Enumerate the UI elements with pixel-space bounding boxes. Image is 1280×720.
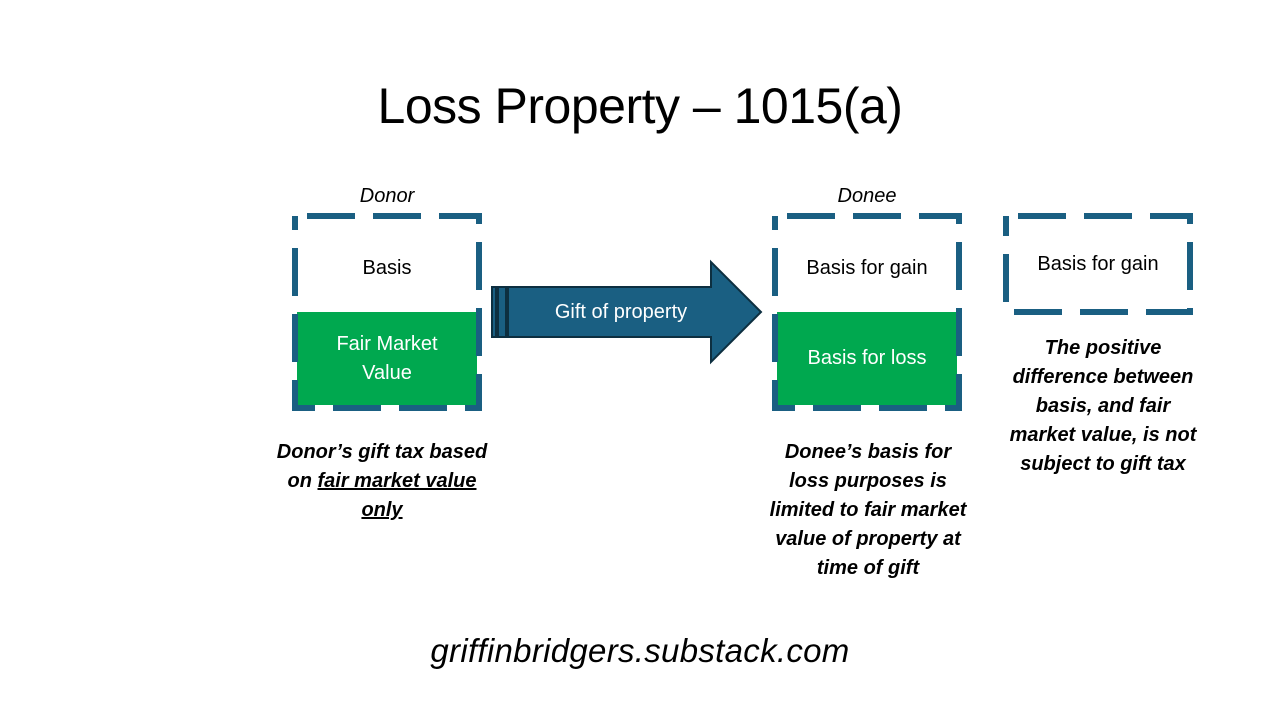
gain-only-text: Basis for gain bbox=[1037, 253, 1159, 275]
donor-fmv-text: Fair Market Value bbox=[336, 332, 438, 384]
underlined-text: fair market value only bbox=[317, 470, 477, 521]
donor-note: Donor’s gift tax based on fair market va… bbox=[276, 441, 488, 521]
dashed-border bbox=[1003, 213, 1193, 315]
dashed-border bbox=[292, 213, 482, 411]
dashed-border bbox=[772, 213, 962, 411]
arrow-label: Gift of property bbox=[554, 300, 688, 323]
gift-tax-note: The positive difference between basis, a… bbox=[1009, 337, 1197, 475]
donor-box: Fair Market Value Basis bbox=[292, 213, 482, 411]
donee-gain-cell: Basis for gain bbox=[777, 228, 957, 308]
donor-basis-cell: Basis bbox=[297, 228, 477, 308]
donee-gain-text: Basis for gain bbox=[806, 256, 928, 279]
donor-fmv-cell: Fair Market Value bbox=[297, 312, 477, 405]
footer-url: griffinbridgers.substack.com bbox=[430, 632, 850, 669]
donor-basis-text: Basis bbox=[362, 256, 412, 279]
right-arrow-icon bbox=[491, 259, 763, 365]
gain-only-cell: Basis for gain bbox=[1008, 219, 1188, 309]
slide-title: Loss Property – 1015(a) bbox=[377, 78, 903, 134]
gain-only-box: Basis for gain bbox=[1003, 213, 1193, 315]
donee-label: Donee bbox=[837, 185, 897, 207]
donor-label: Donor bbox=[359, 185, 415, 207]
donee-loss-cell: Basis for loss bbox=[777, 312, 957, 405]
donee-loss-text: Basis for loss bbox=[807, 347, 927, 369]
donee-note: Donee’s basis for loss purposes is limit… bbox=[769, 441, 967, 579]
donee-box: Basis for loss Basis for gain bbox=[772, 213, 962, 411]
